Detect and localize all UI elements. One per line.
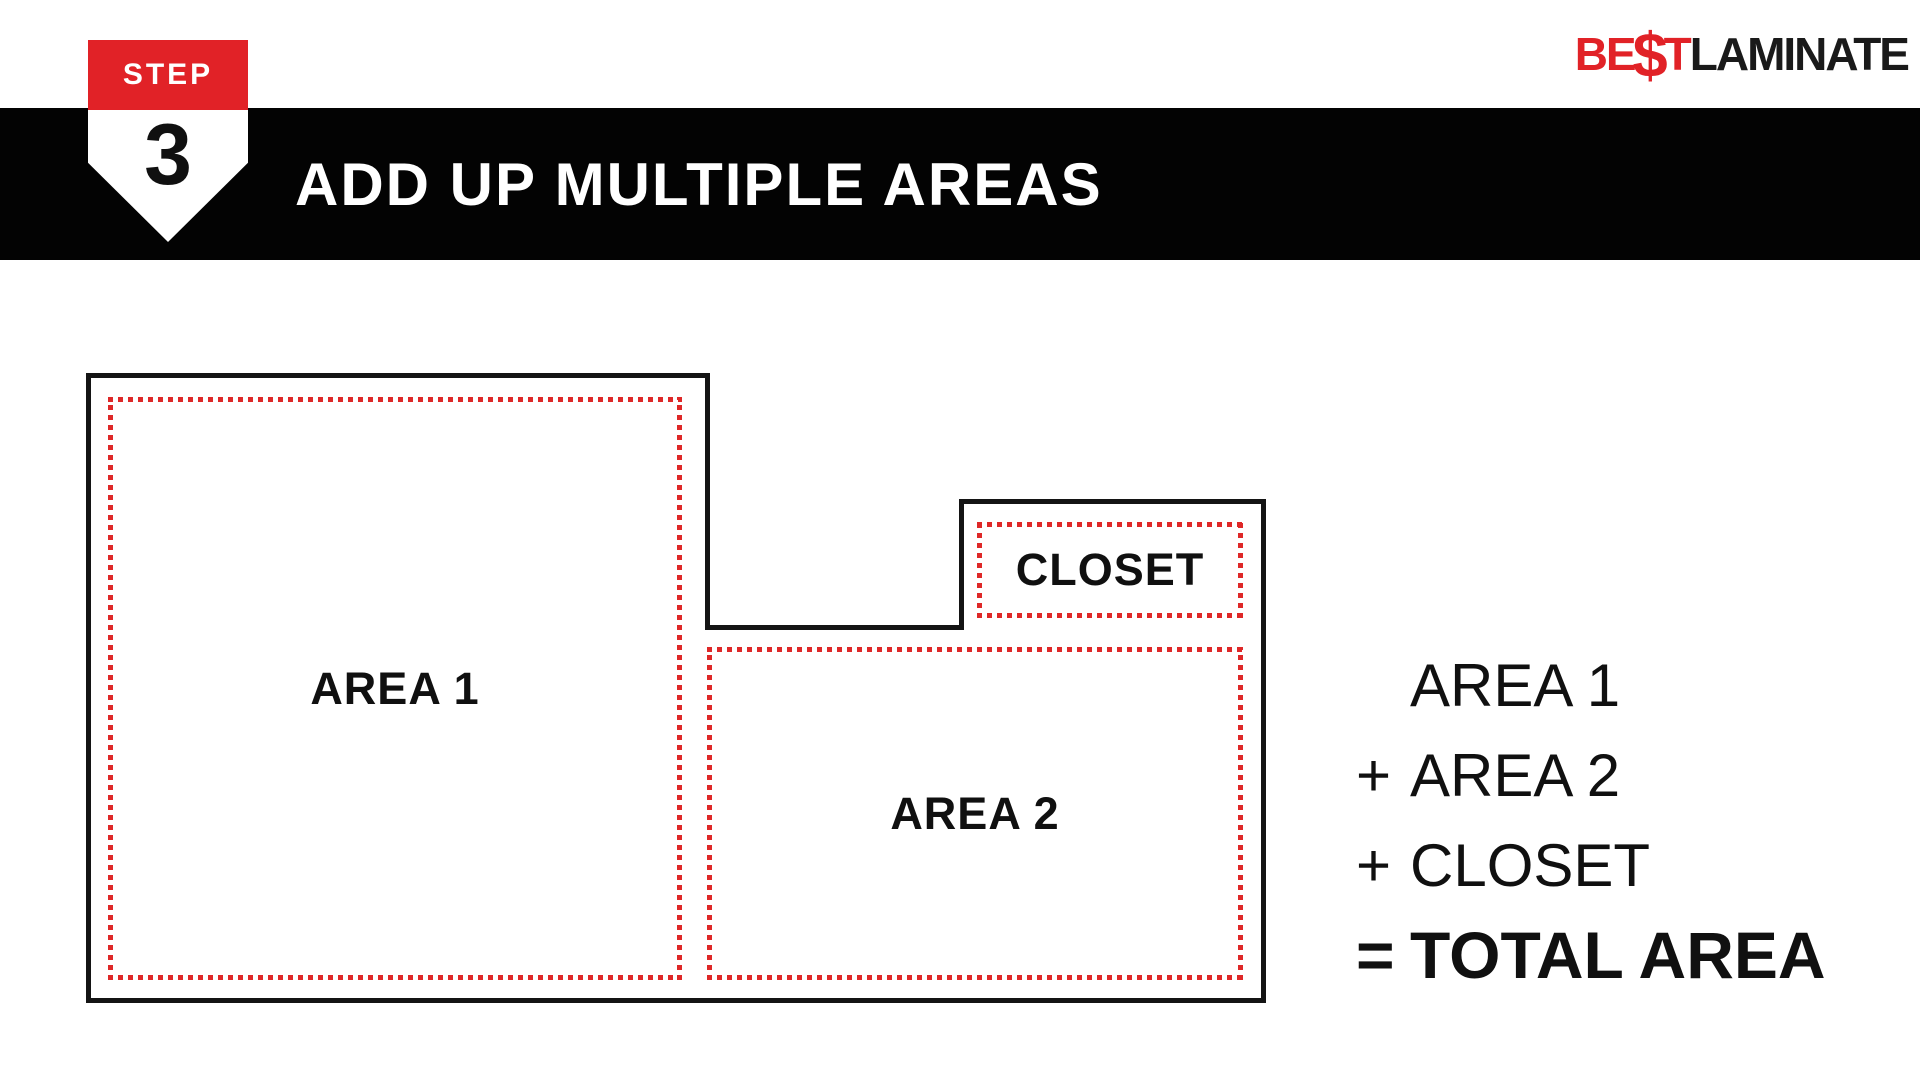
area2-outline — [707, 647, 1243, 980]
wall-bottom — [86, 998, 1266, 1003]
logo-laminate-text: LAMINATE — [1689, 28, 1910, 80]
closet-outline — [977, 522, 1243, 618]
summary-label: CLOSET — [1410, 831, 1651, 899]
area1-outline — [108, 397, 682, 980]
summary-row-area2: + AREA 2 — [1356, 730, 1826, 820]
wall-closet-top — [959, 499, 1266, 504]
summary-prefix: + — [1356, 831, 1392, 899]
step-label: STEP — [122, 58, 214, 91]
summary-label: AREA 1 — [1410, 651, 1621, 719]
area2-label: AREA 2 — [707, 647, 1243, 980]
area1-label-text: AREA 1 — [310, 662, 480, 714]
step-badge: STEP — [88, 40, 248, 110]
area1-label: AREA 1 — [108, 397, 682, 980]
summary-row-total: = TOTAL AREA — [1356, 910, 1826, 1000]
wall-hallway-top — [705, 625, 964, 630]
logo-best-text: BE — [1574, 28, 1637, 80]
wall-top-area1 — [86, 373, 710, 378]
closet-label: CLOSET — [977, 522, 1243, 618]
step-number: 3 — [144, 107, 192, 203]
page-title: ADD UP MULTIPLE AREAS — [295, 150, 1103, 218]
summary-prefix: = — [1356, 918, 1395, 992]
summary-label: AREA 2 — [1410, 741, 1621, 809]
wall-closet-left — [959, 499, 964, 630]
summary-block: AREA 1 + AREA 2 + CLOSET = TOTAL AREA — [1356, 640, 1826, 1000]
summary-label: TOTAL AREA — [1410, 918, 1826, 992]
header-banner — [0, 108, 1920, 260]
wall-right — [1261, 499, 1266, 1003]
area2-label-text: AREA 2 — [890, 787, 1060, 839]
wall-area1-right — [705, 373, 710, 630]
summary-row-closet: + CLOSET — [1356, 820, 1826, 910]
logo-t-text: T — [1663, 28, 1692, 80]
wall-left — [86, 373, 91, 1003]
summary-row-area1: AREA 1 — [1356, 640, 1826, 730]
closet-label-text: CLOSET — [1015, 544, 1205, 595]
summary-prefix: + — [1356, 741, 1392, 809]
